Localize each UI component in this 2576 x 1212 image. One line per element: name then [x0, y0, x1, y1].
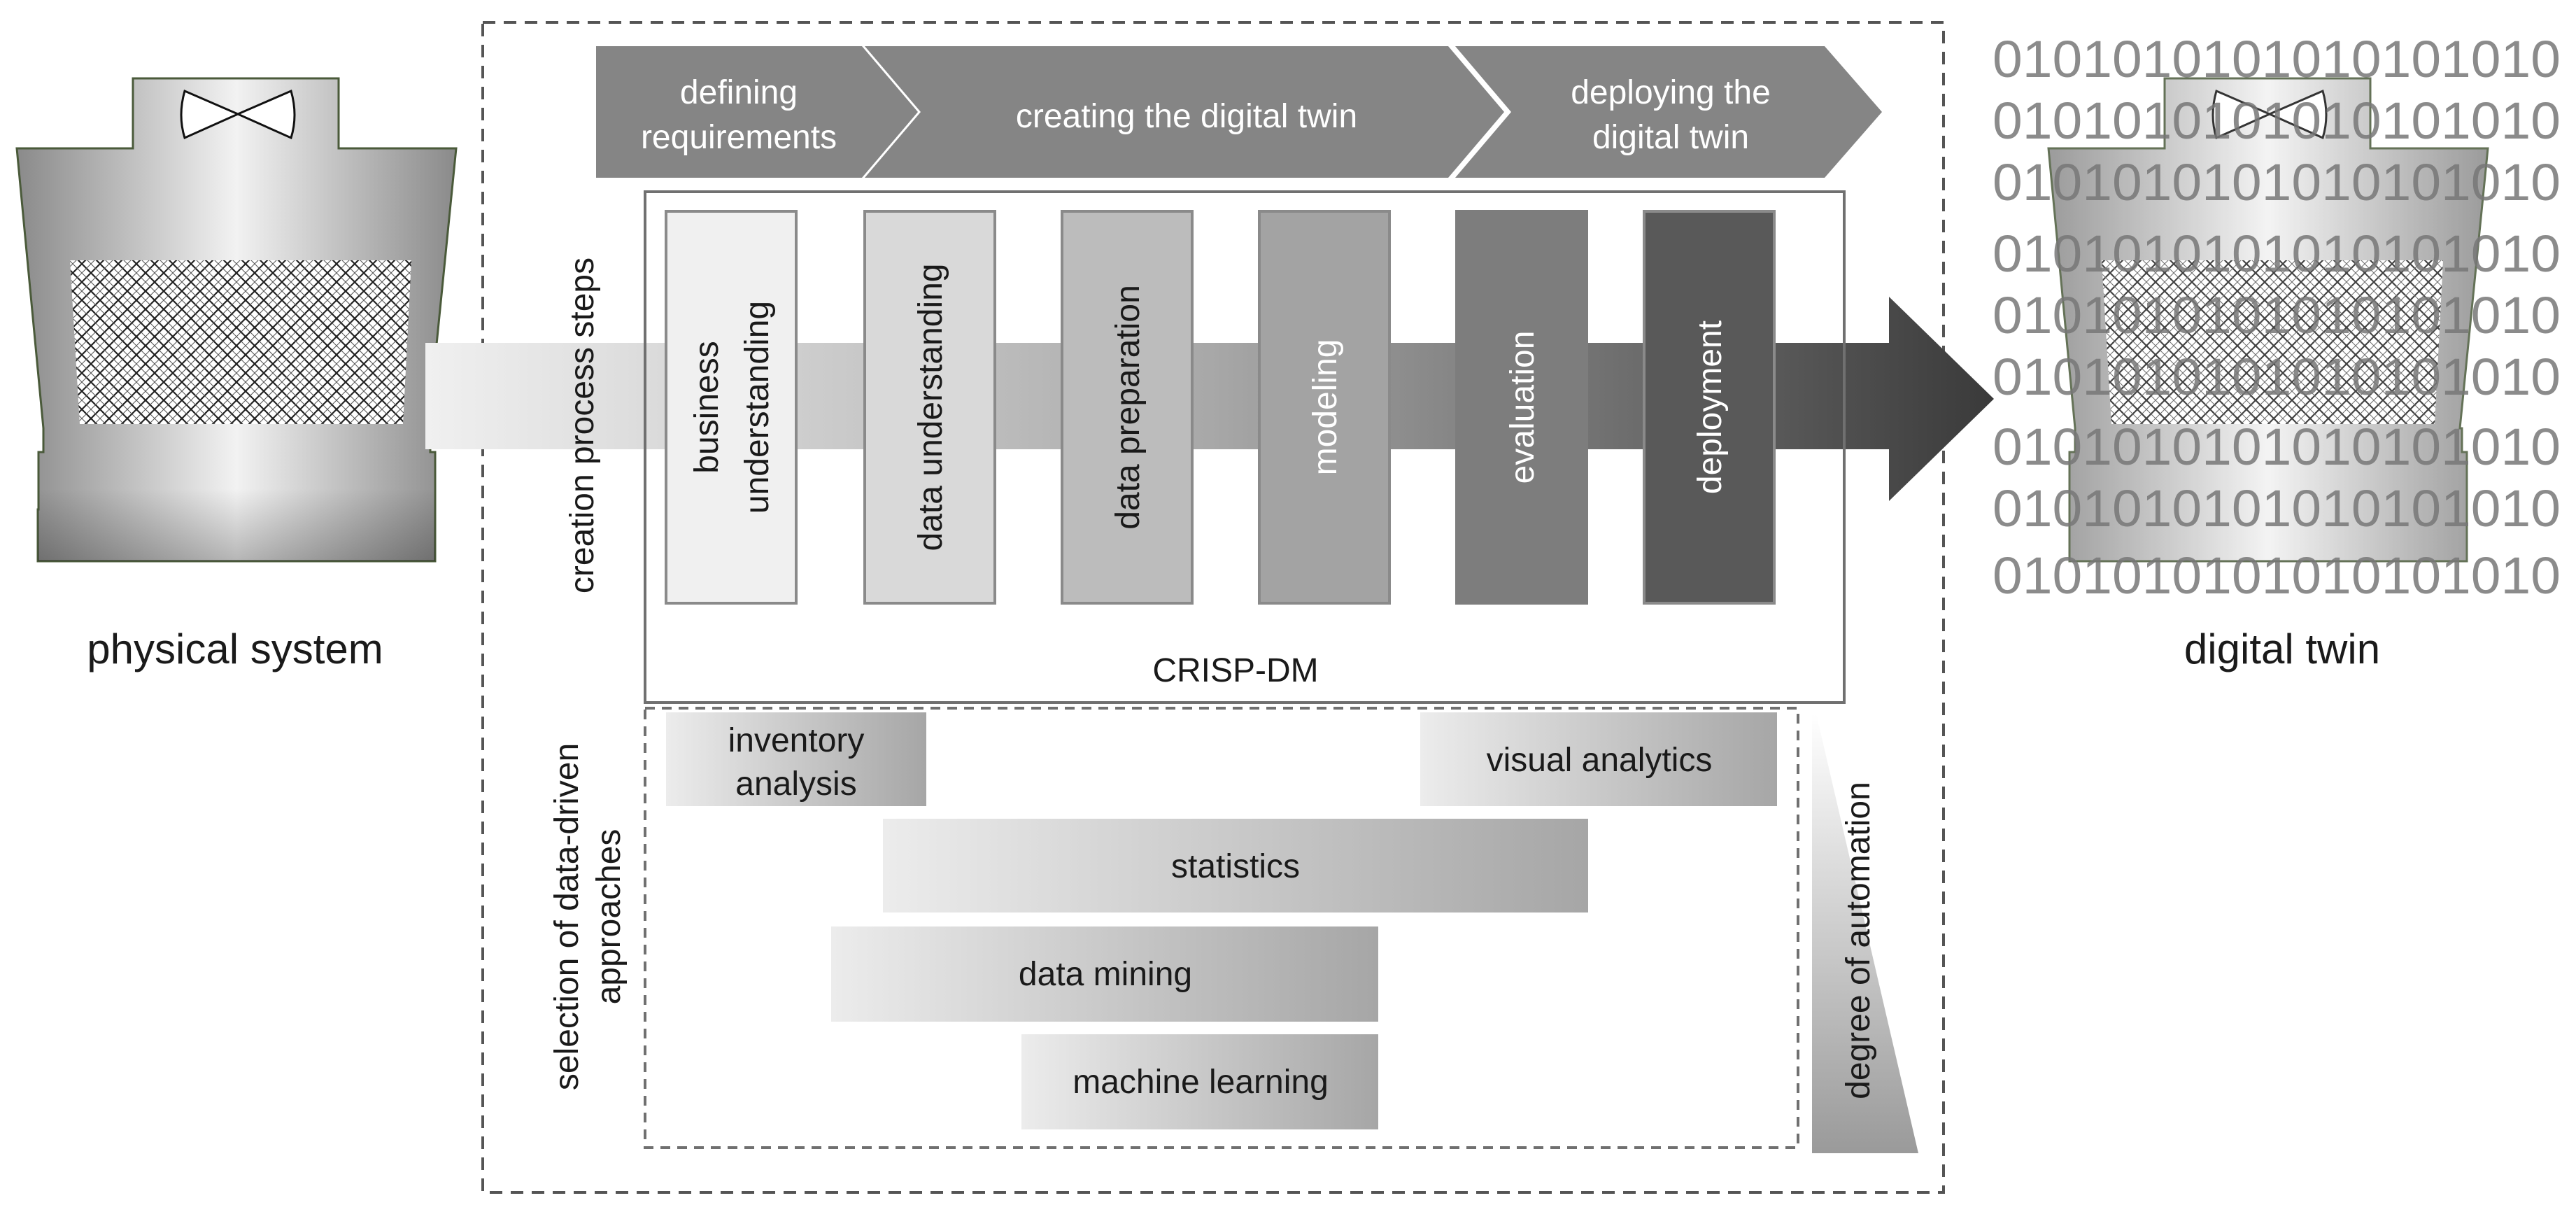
approach-label: inventory — [728, 722, 865, 759]
binary-row: 0101010101010101010 — [1993, 479, 2561, 537]
approach-label: visual analytics — [1487, 742, 1713, 779]
binary-row: 0101010101010101010 — [1993, 30, 2561, 88]
approach-label: machine learning — [1073, 1064, 1329, 1101]
binary-row: 0101010101010101010 — [1993, 92, 2561, 150]
binary-overlay: 0101010101010101010 0101010101010101010 … — [1993, 30, 2561, 605]
phase-label: requirements — [641, 119, 837, 156]
step-business-understanding — [665, 210, 798, 605]
approach-visual-analytics — [1420, 712, 1777, 806]
approach-statistics — [883, 819, 1588, 912]
selection-label: selection of data-driven — [549, 743, 586, 1090]
step-label: deployment — [1692, 320, 1729, 494]
approach-label: data mining — [1019, 956, 1192, 993]
phase-creating-digital-twin — [865, 46, 1504, 178]
degree-of-automation-label: degree of automation — [1840, 782, 1877, 1099]
step-deployment — [1643, 210, 1776, 605]
fill-mesh — [70, 260, 411, 424]
physical-system-graphic — [15, 77, 458, 563]
approach-machine-learning — [1021, 1034, 1378, 1129]
approach-bars: inventory analysis visual analytics stat… — [666, 712, 1777, 1129]
approach-label: analysis — [735, 766, 856, 803]
binary-row: 0101010101010101010 — [1993, 418, 2561, 476]
step-label: evaluation — [1504, 331, 1541, 484]
step-data-preparation — [1061, 210, 1194, 605]
approach-data-mining — [831, 926, 1378, 1022]
binary-row: 0101010101010101010 — [1993, 225, 2561, 283]
approach-label: statistics — [1171, 848, 1300, 885]
crisp-dm-label: CRISP-DM — [1152, 652, 1318, 689]
step-modeling — [1258, 210, 1391, 605]
binary-row: 0101010101010101010 — [1993, 547, 2561, 605]
step-label: business — [688, 341, 726, 473]
digital-twin-fill-mesh — [2102, 260, 2443, 424]
binary-row: 0101010101010101010 — [1993, 153, 2561, 211]
step-label: modeling — [1307, 339, 1344, 476]
physical-system-label: physical system — [87, 626, 383, 672]
digital-twin-fan-icon — [2211, 89, 2328, 140]
phase-defining-requirements — [596, 46, 918, 178]
step-data-understanding — [863, 210, 996, 605]
automation-wedge — [1812, 714, 1918, 1153]
step-label: data preparation — [1110, 285, 1147, 530]
step-label: data understanding — [912, 264, 949, 551]
binary-row: 0101010101010101010 — [1993, 286, 2561, 344]
flow-arrow — [425, 297, 1994, 501]
fan-icon — [180, 89, 296, 140]
phase-label: deploying the — [1571, 74, 1771, 111]
creation-process-steps-label: creation process steps — [564, 258, 601, 593]
phase-deploying-digital-twin — [1455, 46, 1882, 178]
crisp-dm-box — [644, 190, 1846, 704]
binary-row: 0101010101010101010 — [1993, 348, 2561, 406]
phase-label: defining — [680, 74, 798, 111]
approach-inventory-analysis — [666, 712, 926, 806]
approaches-box — [644, 707, 1799, 1149]
phase-label: digital twin — [1592, 119, 1749, 156]
selection-label: approaches — [590, 829, 628, 1005]
step-label: understanding — [739, 301, 776, 514]
phase-chevrons: defining requirements creating the digit… — [596, 46, 1882, 178]
process-frame — [481, 21, 1945, 1194]
step-evaluation — [1455, 210, 1588, 605]
phase-label: creating the digital twin — [1016, 98, 1357, 135]
digital-twin-graphic — [2047, 77, 2489, 563]
crisp-dm-steps: business understanding data understandin… — [665, 210, 1776, 605]
digital-twin-label: digital twin — [2184, 626, 2380, 672]
